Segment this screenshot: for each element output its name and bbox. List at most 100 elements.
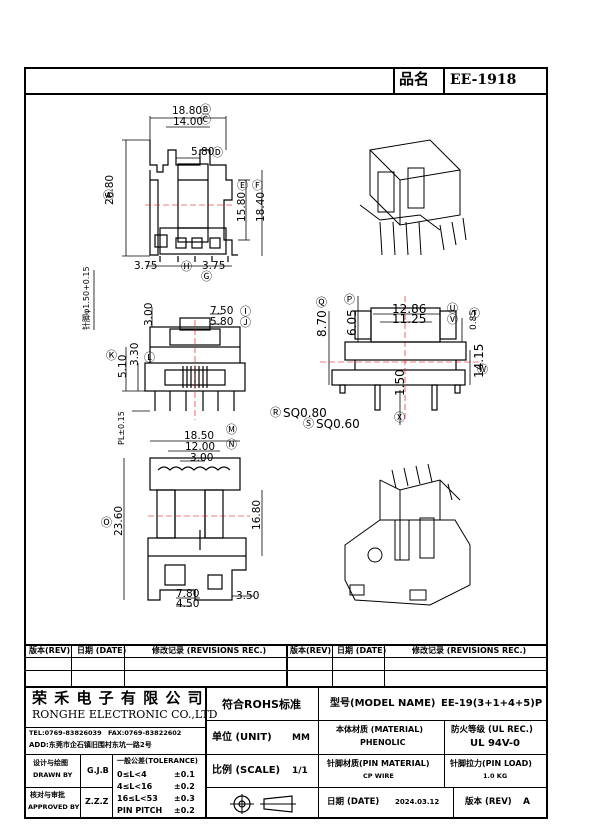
revision-vline-3 bbox=[286, 644, 288, 686]
label-R: Ⓡ bbox=[270, 406, 281, 419]
approved-value: Z.Z.Z bbox=[85, 797, 109, 806]
model-value: EE-19(3+1+4+5)P bbox=[441, 698, 543, 709]
dim-4-50: 4.50 bbox=[176, 598, 200, 610]
tol-val-1: ±0.2 bbox=[174, 782, 195, 791]
label-P: Ⓟ bbox=[344, 293, 355, 306]
left-vline-1 bbox=[80, 754, 81, 819]
revision-bottom-border bbox=[24, 686, 548, 688]
scale-value: 1/1 bbox=[292, 766, 308, 776]
company-address: ADD:东莞市企石镇旧围村东坑一路2号 bbox=[29, 741, 152, 749]
label-G: Ⓖ bbox=[201, 270, 212, 283]
label-L: Ⓛ bbox=[144, 351, 155, 364]
label-H: Ⓗ bbox=[181, 260, 192, 273]
dim-8-70: 8.70 bbox=[315, 310, 329, 337]
drawn-en: DRAWN BY bbox=[33, 771, 73, 779]
header-vline-1 bbox=[393, 67, 395, 94]
pin-load-label: 针脚拉力(PIN LOAD) bbox=[450, 759, 532, 768]
label-B: Ⓑ bbox=[200, 103, 211, 116]
dim-7-50: 7.50 bbox=[210, 305, 234, 317]
title-row-line-3 bbox=[205, 787, 548, 788]
revision-date-header-2: 日期 (DATE) bbox=[337, 646, 387, 655]
dim-1-50: 1.50 bbox=[393, 369, 407, 396]
company-bottom-line bbox=[24, 727, 205, 728]
dim-18-80: 18.80 bbox=[172, 105, 203, 117]
title-vline-3 bbox=[444, 720, 445, 787]
label-N: Ⓝ bbox=[226, 438, 237, 451]
scale-label: 比例 (SCALE) bbox=[212, 765, 281, 776]
dim-14-00: 14.00 bbox=[173, 116, 204, 128]
fire-label: 防火等级 (UL REC.) bbox=[451, 725, 533, 735]
left-row-line-2 bbox=[24, 787, 112, 788]
dim-7-80: 7.80 bbox=[176, 588, 200, 600]
company-name-cn: 荣 禾 电 子 有 限 公 司 bbox=[32, 689, 204, 707]
dim-23-60: 23.60 bbox=[113, 505, 125, 536]
fire-value: UL 94V-0 bbox=[470, 738, 521, 749]
dim-16-80: 16.80 bbox=[251, 499, 263, 530]
dim-sq0-80: SQ0.80 bbox=[283, 406, 327, 420]
company-tel: TEL:0769-83826039 bbox=[29, 729, 102, 737]
revision-vline-5 bbox=[384, 644, 385, 686]
projection-symbol-icon bbox=[230, 794, 296, 814]
label-D: Ⓓ bbox=[212, 146, 223, 159]
dim-3-75-b: 3.75 bbox=[202, 260, 226, 272]
dim-26-80: 26.80 bbox=[104, 174, 116, 205]
front-view bbox=[149, 140, 238, 262]
dim-3-30: 3.30 bbox=[129, 342, 141, 366]
dim-18-40: 18.40 bbox=[255, 191, 267, 222]
left-vline-2 bbox=[112, 754, 113, 819]
tol-range-3: PIN PITCH bbox=[117, 806, 163, 815]
header-divider bbox=[24, 93, 548, 95]
revision-rev-header-2: 版本(REV) bbox=[290, 646, 332, 655]
approved-label: 核对与审批 bbox=[30, 791, 65, 799]
label-C: Ⓒ bbox=[200, 113, 211, 126]
label-K: Ⓚ bbox=[106, 349, 117, 362]
tol-range-1: 4≤L<16 bbox=[117, 782, 153, 791]
tol-val-3: ±0.2 bbox=[174, 806, 195, 815]
isometric-view-bottom bbox=[344, 463, 471, 606]
dim-5-80-side: 5.80 bbox=[210, 316, 234, 328]
revision-rev-header-1: 版本(REV) bbox=[29, 646, 71, 655]
dim-3-00-bottom: 3.00 bbox=[190, 452, 214, 464]
title-vline-4 bbox=[453, 787, 454, 819]
header-vline-2 bbox=[443, 67, 445, 94]
product-name-label: 品名 bbox=[399, 70, 430, 88]
label-U: Ⓤ bbox=[447, 302, 458, 315]
tolerance-title: 一般公差(TOLERANCE) bbox=[117, 757, 198, 765]
dim-3-50: 3.50 bbox=[236, 590, 260, 602]
dim-5-80: 5.80 bbox=[191, 146, 215, 158]
pin-diameter-label: 针脚φ1.50+0.15 bbox=[82, 266, 91, 330]
revision-rec-header-1: 修改记录 (REVISIONS REC.) bbox=[152, 646, 267, 655]
dim-sq0-60: SQ0.60 bbox=[316, 417, 360, 431]
body-material-value: PHENOLIC bbox=[360, 738, 406, 747]
body-material-label: 本体材质 (MATERIAL) bbox=[336, 725, 423, 734]
drawn-value: G.J.B bbox=[87, 766, 109, 775]
pin-load-value: 1.0 KG bbox=[483, 772, 508, 780]
right-view bbox=[331, 307, 467, 411]
dim-18-50: 18.50 bbox=[184, 430, 215, 442]
label-I: Ⓘ bbox=[240, 305, 251, 318]
product-name-value: EE-1918 bbox=[450, 72, 517, 88]
title-vline-main bbox=[205, 686, 207, 819]
drawing-frame bbox=[24, 67, 548, 819]
title-row-line-1 bbox=[205, 720, 548, 721]
rohs-label: 符合ROHS标准 bbox=[222, 698, 301, 711]
pin-material-label: 针脚材质(PIN MATERIAL) bbox=[327, 759, 430, 768]
unit-label: 单位 (UNIT) bbox=[212, 732, 272, 743]
title-vline-2 bbox=[318, 686, 319, 819]
tol-range-2: 16≤L<53 bbox=[117, 794, 158, 803]
pin-material-value: CP WIRE bbox=[363, 772, 394, 780]
company-fax: FAX:0769-83822602 bbox=[108, 729, 182, 737]
dim-12-86: 12.86 bbox=[392, 302, 427, 316]
dim-15-80: 15.80 bbox=[236, 191, 248, 222]
revision-vline-4 bbox=[332, 644, 333, 686]
tol-range-0: 0≤L<4 bbox=[117, 770, 147, 779]
revision-vline-1 bbox=[71, 644, 72, 686]
title-row-line-2 bbox=[205, 754, 548, 755]
label-W: Ⓦ bbox=[477, 363, 488, 376]
date-value: 2024.03.12 bbox=[395, 798, 440, 806]
dim-11-25: 11.25 bbox=[392, 312, 427, 326]
company-name-en: RONGHE ELECTRONIC CO.,LTD bbox=[32, 708, 218, 721]
label-S: Ⓢ bbox=[303, 417, 314, 430]
rev-label: 版本 (REV) bbox=[465, 797, 512, 807]
